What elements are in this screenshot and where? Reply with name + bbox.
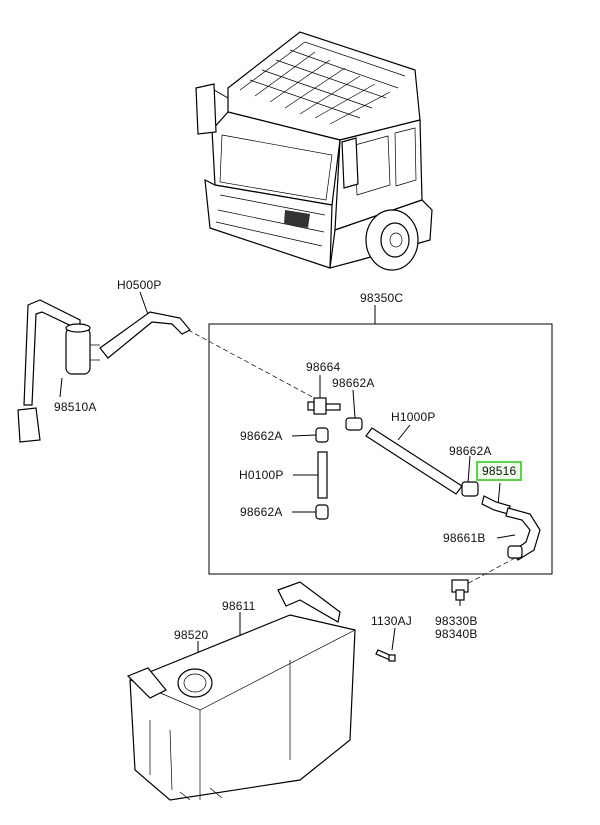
part-98662a-b — [315, 427, 329, 443]
label-98330b[interactable]: 98330B — [435, 614, 478, 628]
part-98662a-c — [315, 504, 329, 520]
label-1130aj[interactable]: 1130AJ — [371, 614, 413, 628]
part-98330b — [451, 579, 469, 601]
label-98662a-4[interactable]: 98662A — [449, 444, 492, 458]
label-98350c[interactable]: 98350C — [360, 291, 404, 305]
label-h1000p[interactable]: H1000P — [391, 410, 436, 424]
hose-h0500p — [99, 311, 191, 359]
part-98520-cap — [177, 668, 213, 698]
part-98664 — [307, 397, 341, 415]
part-98611-tank — [126, 581, 356, 801]
label-98661b[interactable]: 98661B — [443, 531, 486, 545]
label-h0500p[interactable]: H0500P — [117, 278, 162, 292]
part-1130aj-bolt — [375, 649, 396, 662]
label-98662a-1[interactable]: 98662A — [332, 376, 375, 390]
label-98611[interactable]: 98611 — [222, 599, 256, 613]
label-98662a-2[interactable]: 98662A — [240, 429, 283, 443]
label-98664[interactable]: 98664 — [306, 360, 341, 374]
part-98510a — [17, 299, 100, 443]
part-98662a-d — [461, 481, 479, 497]
truck-illustration — [195, 31, 433, 271]
label-98510a[interactable]: 98510A — [54, 400, 97, 414]
hose-h0100p — [317, 451, 328, 499]
part-98662a-a — [345, 417, 363, 431]
label-h0100p[interactable]: H0100P — [239, 468, 284, 482]
label-98516[interactable]: 98516 — [476, 461, 523, 481]
hose-h1000p — [365, 427, 463, 495]
label-98340b[interactable]: 98340B — [435, 627, 478, 641]
label-98662a-3[interactable]: 98662A — [240, 505, 283, 519]
part-98516 — [481, 495, 511, 515]
assembly-frame — [208, 323, 553, 575]
label-98520[interactable]: 98520 — [174, 628, 209, 642]
